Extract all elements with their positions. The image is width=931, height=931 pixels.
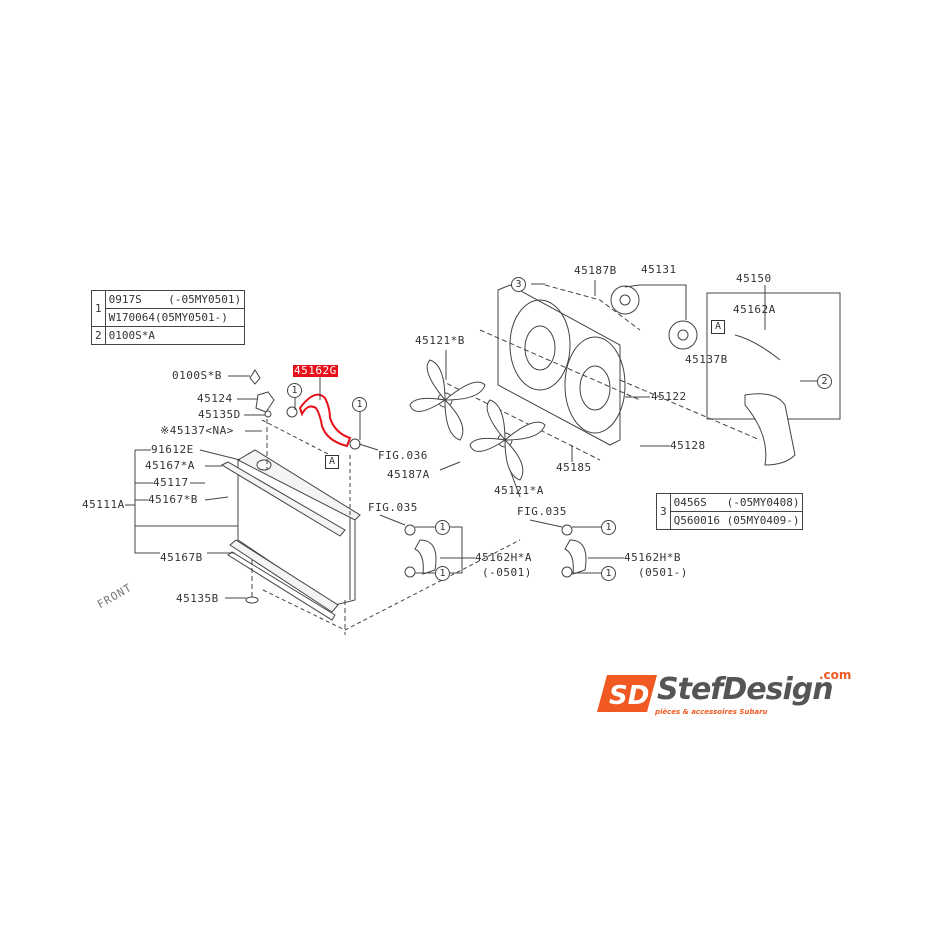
part-label[interactable]: 45124 xyxy=(197,392,233,405)
part-label[interactable]: 45121*B xyxy=(415,334,465,347)
part-label[interactable]: 45162A xyxy=(733,303,776,316)
part-label[interactable]: 45131 xyxy=(641,263,677,276)
part-label[interactable]: 45135B xyxy=(176,592,219,605)
part-label[interactable]: 45137B xyxy=(685,353,728,366)
ref-cell: 1 xyxy=(91,290,106,327)
part-range: (-0501) xyxy=(482,566,532,579)
logo-brand: StefDesign xyxy=(657,672,834,707)
part-cell: W170064(05MY0501-) xyxy=(104,308,246,327)
part-cell: 0917S (-05MY0501) xyxy=(104,290,246,309)
ref-cell: 3 xyxy=(656,493,671,530)
ref-cell: 2 xyxy=(91,326,106,345)
callout-2: 2 xyxy=(817,374,832,389)
part-label[interactable]: 45150 xyxy=(736,272,772,285)
fan-a-drawing xyxy=(469,399,546,481)
part-label[interactable]: 45167B xyxy=(160,551,203,564)
stefdesign-logo: SD StefDesign .com pièces & accessoires … xyxy=(597,668,857,720)
fig-reference[interactable]: FIG.035 xyxy=(368,501,418,514)
reference-a-box: A xyxy=(325,455,339,469)
part-label[interactable]: 45117 xyxy=(153,476,189,489)
callout-1: 1 xyxy=(287,383,302,398)
part-cell: Q560016 (05MY0409-) xyxy=(669,511,804,530)
part-label[interactable]: 45111A xyxy=(82,498,125,511)
part-label[interactable]: 45135D xyxy=(198,408,241,421)
logo-tagline: pièces & accessoires Subaru xyxy=(655,708,768,716)
part-range: (0501-) xyxy=(638,566,688,579)
part-cell: 0100S*A xyxy=(104,326,246,345)
part-label[interactable]: 45187A xyxy=(387,468,430,481)
part-label[interactable]: 45185 xyxy=(556,461,592,474)
logo-mark: SD xyxy=(597,675,657,712)
fig-reference[interactable]: FIG.035 xyxy=(517,505,567,518)
radiator-drawing xyxy=(220,369,521,635)
part-label[interactable]: 91612E xyxy=(151,443,194,456)
callout-1: 1 xyxy=(435,520,450,535)
part-label[interactable]: 45167*B xyxy=(148,493,198,506)
fig-reference[interactable]: FIG.036 xyxy=(378,449,428,462)
part-label-45162g[interactable]: 45162G xyxy=(293,364,338,377)
fan-shroud-drawing xyxy=(439,284,761,461)
hose-45162g xyxy=(298,393,352,448)
callout-1: 1 xyxy=(601,566,616,581)
part-label[interactable]: 45122 xyxy=(651,390,687,403)
part-label[interactable]: 45121*A xyxy=(494,484,544,497)
part-label[interactable]: 45167*A xyxy=(145,459,195,472)
part-label[interactable]: 45162H*A xyxy=(475,551,532,564)
part-label[interactable]: 45128 xyxy=(670,439,706,452)
callout-1: 1 xyxy=(435,566,450,581)
part-label[interactable]: 45162H*B xyxy=(624,551,681,564)
table-row: Q560016 (05MY0409-) xyxy=(657,511,804,530)
callout-3: 3 xyxy=(511,277,526,292)
part-label[interactable]: 0100S*B xyxy=(172,369,222,382)
part-label[interactable]: 45187B xyxy=(574,264,617,277)
callout-1: 1 xyxy=(601,520,616,535)
fan-b-drawing xyxy=(409,359,486,441)
part-cell: 0456S (-05MY0408) xyxy=(669,493,804,512)
table-row: W170064(05MY0501-) xyxy=(92,308,246,327)
svg-text:SD: SD xyxy=(609,681,649,711)
logo-tld: .com xyxy=(819,668,852,682)
reference-a-box: A xyxy=(711,320,725,334)
part-label[interactable]: ※45137<NA> xyxy=(160,424,234,437)
callout-1: 1 xyxy=(352,397,367,412)
